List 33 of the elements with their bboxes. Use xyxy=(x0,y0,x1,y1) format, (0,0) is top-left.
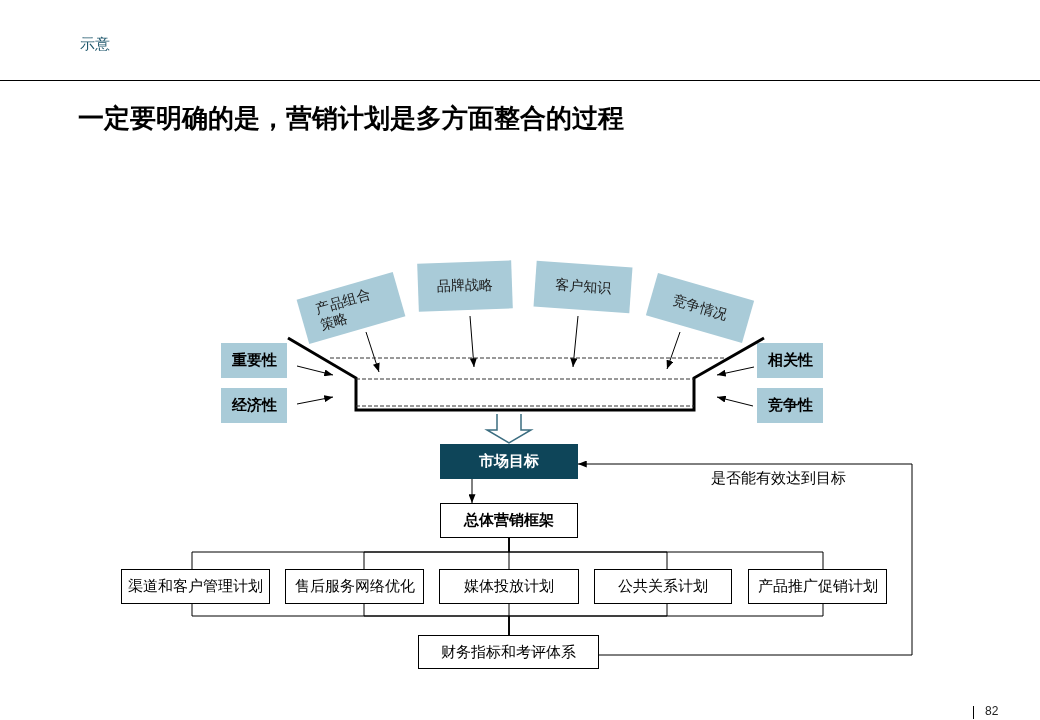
arrow xyxy=(716,395,754,407)
process-box: 总体营销框架 xyxy=(440,503,578,538)
arrow xyxy=(716,366,755,377)
label-box: 竞争性 xyxy=(757,388,823,423)
arrow xyxy=(666,331,681,370)
arrow xyxy=(577,460,913,656)
title: 一定要明确的是，营销计划是多方面整合的过程 xyxy=(78,103,624,135)
edge-label: 是否能有效达到目标 xyxy=(711,469,846,487)
arrow xyxy=(570,315,579,368)
tilted-card: 客户知识 xyxy=(533,260,633,314)
process-box: 媒体投放计划 xyxy=(439,569,579,604)
block-arrow xyxy=(484,413,534,444)
connector-line xyxy=(508,603,824,636)
process-box: 售后服务网络优化 xyxy=(285,569,424,604)
label-box: 经济性 xyxy=(221,388,287,423)
heading-tag: 示意 xyxy=(80,35,110,53)
process-box: 公共关系计划 xyxy=(594,569,732,604)
highlight-box: 市场目标 xyxy=(440,444,578,479)
tilted-card: 产品组合策略 xyxy=(296,272,406,344)
label-box: 相关性 xyxy=(757,343,823,378)
connector-line xyxy=(508,537,824,570)
tilted-card: 品牌战略 xyxy=(417,260,513,312)
tilted-card: 竞争情况 xyxy=(645,273,755,343)
arrow xyxy=(296,365,334,377)
funnel xyxy=(286,336,766,412)
process-box: 渠道和客户管理计划 xyxy=(121,569,270,604)
process-box: 财务指标和考评体系 xyxy=(418,635,599,669)
arrow xyxy=(468,478,476,504)
arrow xyxy=(469,315,477,368)
label-box: 重要性 xyxy=(221,343,287,378)
arrow xyxy=(296,395,334,405)
process-box: 产品推广促销计划 xyxy=(748,569,887,604)
page-number: 82 xyxy=(985,704,999,719)
